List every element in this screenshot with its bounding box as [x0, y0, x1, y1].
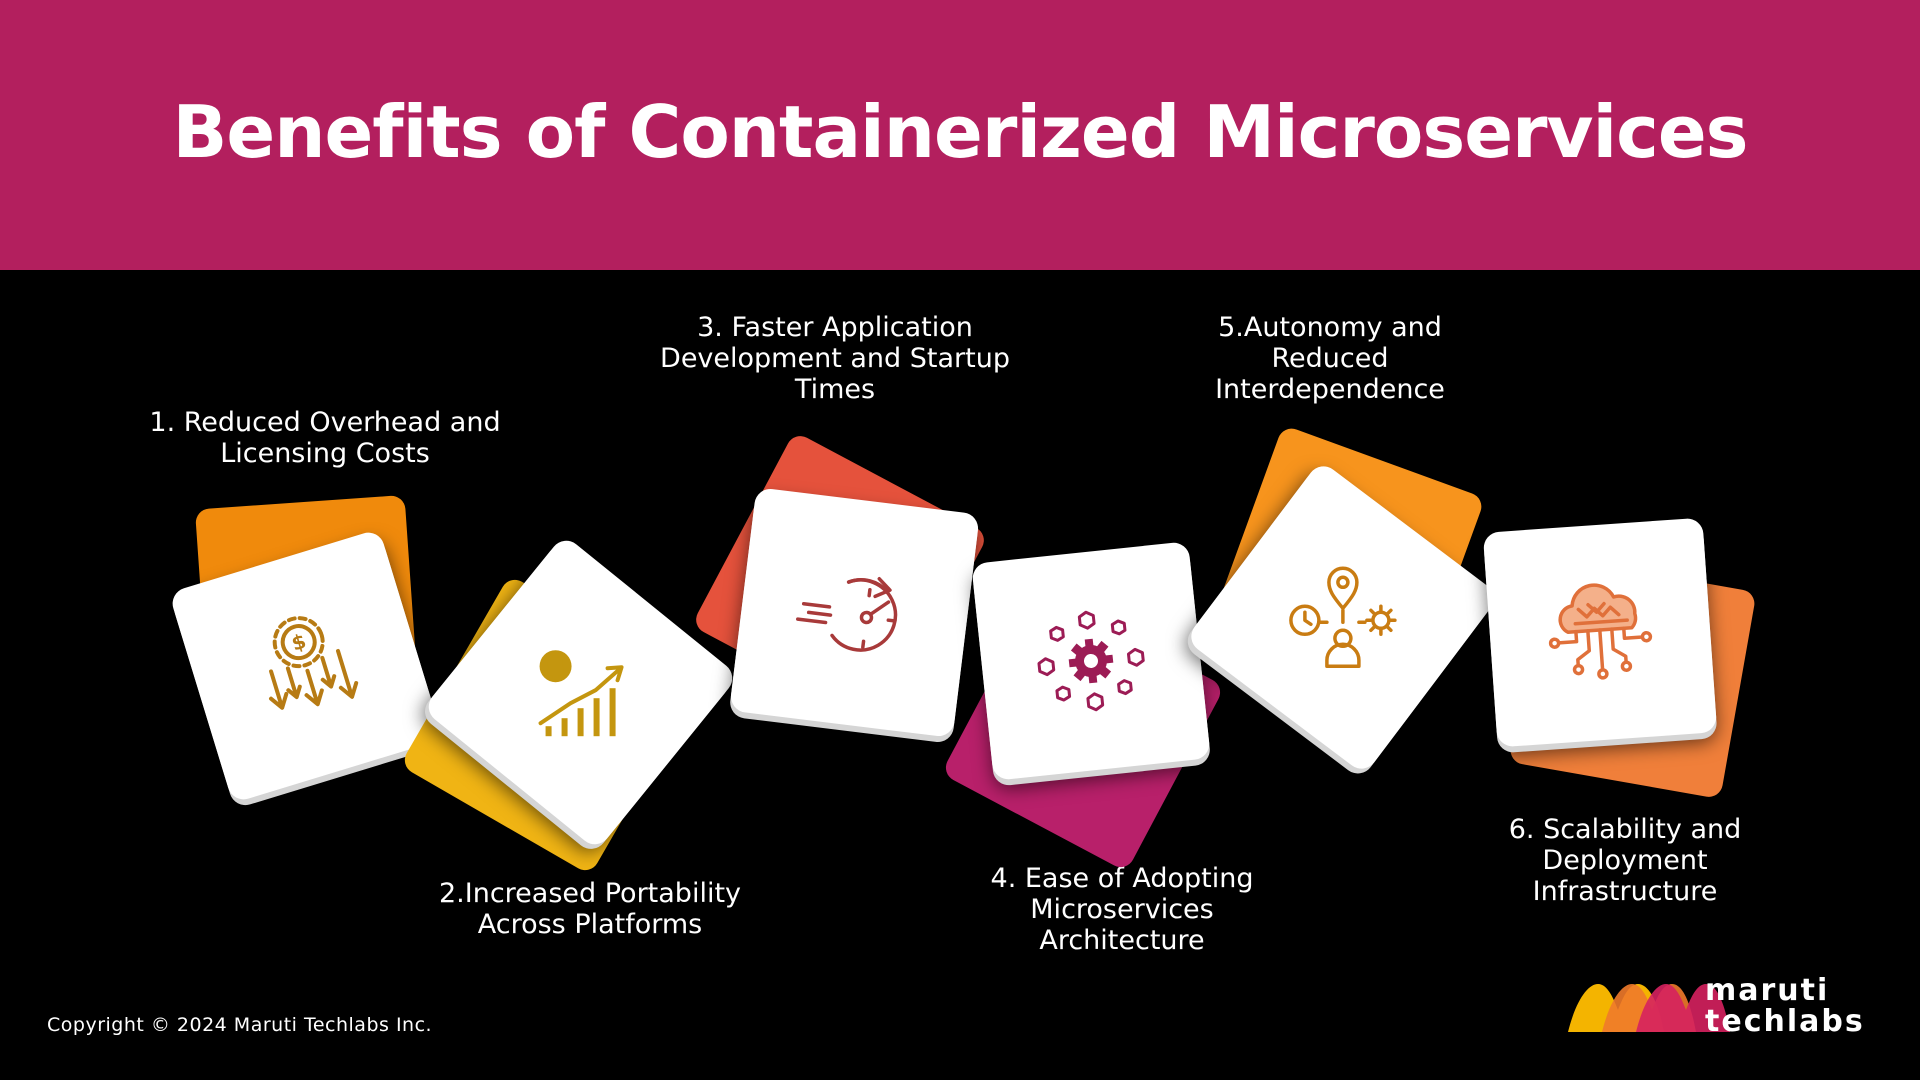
benefit-label-2: 2.Increased Portability Across Platforms: [438, 878, 742, 940]
brand-wordmark: maruti techlabs: [1705, 975, 1865, 1037]
growth-chart-icon: $: [538, 649, 624, 736]
cost-reduction-icon: $: [269, 616, 359, 710]
benefit-label-1: 1. Reduced Overhead and Licensing Costs: [149, 407, 501, 469]
cloud-network-icon: [1548, 582, 1653, 680]
tile-card-2: $: [422, 534, 739, 851]
benefit-label-3: 3. Faster Application Development and St…: [660, 312, 1010, 405]
brand-line-2: techlabs: [1705, 1004, 1865, 1039]
maruti-techlabs-logo: [1568, 984, 1730, 1032]
benefit-label-4: 4. Ease of Adopting Microservices Archit…: [990, 863, 1254, 956]
benefit-label-5: 5.Autonomy and Reduced Interdependence: [1215, 312, 1445, 405]
speedometer-icon: [795, 576, 897, 652]
tile-card-5: [1184, 459, 1501, 776]
svg-text:$: $: [289, 629, 309, 656]
benefit-label-6: 6. Scalability and Deployment Infrastruc…: [1508, 814, 1742, 907]
gear-network-icon: [1037, 610, 1145, 712]
brand-line-1: maruti: [1705, 973, 1830, 1008]
tile-card-3: [729, 487, 980, 738]
copyright-text: Copyright © 2024 Maruti Techlabs Inc.: [47, 1014, 433, 1036]
tile-card-4: [971, 541, 1211, 781]
page-title: Benefits of Containerized Microservices: [172, 90, 1748, 174]
header-banner: Benefits of Containerized Microservices: [0, 0, 1920, 270]
tile-card-1: $: [168, 528, 444, 804]
person-location-gear-icon: [1288, 566, 1397, 668]
svg-text:$: $: [548, 655, 563, 680]
tile-card-6: [1482, 517, 1718, 748]
